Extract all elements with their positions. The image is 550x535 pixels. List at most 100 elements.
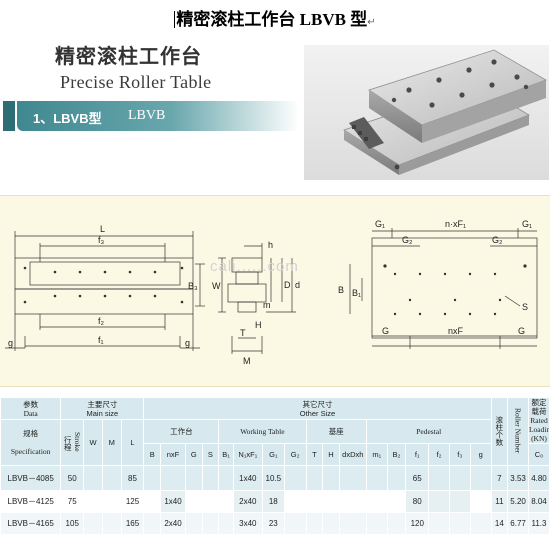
header-working-table-en: Working Table	[218, 419, 307, 444]
cell-G2	[283, 465, 307, 491]
label-M: M	[243, 356, 251, 366]
cell-n: 11	[490, 490, 509, 513]
label-G-left: G	[382, 326, 389, 336]
cell-nxF: 1x40	[160, 490, 186, 513]
subheader-S: S	[201, 443, 220, 466]
cell-W	[83, 490, 103, 513]
header-stroke: 行程Stroke	[60, 419, 85, 466]
cell-G1: 10.5	[261, 465, 285, 491]
cell-m1	[365, 490, 388, 513]
label-B: B	[338, 285, 344, 295]
cell-f3	[448, 490, 471, 513]
left-view-top-outline	[14, 257, 194, 290]
subheader-B1: B₁	[218, 443, 234, 466]
label-B1: B₁	[352, 288, 361, 298]
label-G-right: G	[518, 326, 525, 336]
dimension-drawing-svg: L f₃ B₃ f₂ f₁ g g	[5, 219, 538, 366]
cell-N1xF1: 2x40	[232, 490, 263, 513]
label-f1: f₁	[98, 335, 104, 345]
subheader-C0: C₀	[527, 443, 550, 466]
label-G1-left: G₁	[375, 219, 385, 229]
cell-L: 85	[120, 465, 145, 491]
cell-dxDxh	[338, 490, 367, 513]
section-label-cn: 1、LBVB型	[33, 111, 102, 126]
header-roller-number: Roller Number	[507, 397, 529, 466]
cell-nxF	[160, 465, 186, 491]
cell-B2	[386, 490, 407, 513]
cell-T	[305, 490, 324, 513]
product-photo	[304, 45, 549, 180]
paragraph-mark: ↵	[367, 17, 376, 28]
label-d: d	[295, 280, 300, 290]
cell-stroke: 50	[60, 465, 85, 491]
section-band	[17, 101, 299, 131]
cell-g	[469, 490, 492, 513]
cell-spec: LBVB－4085	[0, 465, 62, 491]
label-g-right: g	[185, 338, 190, 348]
cell-T	[305, 512, 324, 535]
subheader-B: B	[143, 443, 162, 466]
cell-C: 5.20	[507, 490, 529, 513]
cell-B1	[218, 512, 234, 535]
cell-spec: LBVB－4165	[0, 512, 62, 535]
subheader-f2: f₂	[428, 443, 450, 466]
cell-M	[101, 512, 122, 535]
subheader-m1: m₁	[365, 443, 388, 466]
cell-f3	[448, 512, 471, 535]
cell-stroke: 105	[60, 512, 85, 535]
cell-H	[322, 465, 340, 491]
subheader-B2: B₂	[386, 443, 407, 466]
label-D: D	[284, 280, 291, 290]
cell-f2	[428, 465, 450, 491]
table-row: LBVB－4125 75 125 1x40 2x40 18 80 11 5.20…	[0, 490, 550, 513]
cell-W	[83, 465, 103, 491]
header-roller-count: 滚柱个数	[490, 397, 509, 466]
cell-H	[322, 512, 340, 535]
cell-N1xF1: 1x40	[232, 465, 263, 491]
subheader-G1: G₁	[261, 443, 285, 466]
cell-M	[101, 490, 122, 513]
cell-m1	[365, 512, 388, 535]
cell-S	[201, 512, 220, 535]
cell-f3	[448, 465, 471, 491]
cell-f1: 65	[405, 465, 430, 491]
subheader-T: T	[305, 443, 324, 466]
cell-T	[305, 465, 324, 491]
label-m: m	[263, 300, 271, 310]
cell-f1: 80	[405, 490, 430, 513]
cell-C: 3.53	[507, 465, 529, 491]
cell-S	[201, 490, 220, 513]
header-L: L	[120, 419, 145, 466]
label-B3: B₃	[188, 281, 198, 291]
cell-C0: 11.3	[527, 512, 550, 535]
subheader-dxDxh: dxDxh	[338, 443, 367, 466]
subheader-g: g	[469, 443, 492, 466]
cell-n: 14	[490, 512, 509, 535]
section-bar: 1、LBVB型 LBVB	[3, 101, 299, 131]
cell-n: 7	[490, 465, 509, 491]
cell-nxF: 2x40	[160, 512, 186, 535]
subheader-G2: G₂	[283, 443, 307, 466]
subheader-f3: f₃	[448, 443, 471, 466]
cell-B1	[218, 465, 234, 491]
cell-G	[184, 465, 203, 491]
text-cursor	[174, 11, 176, 28]
label-W: W	[212, 281, 221, 291]
cell-dxDxh	[338, 465, 367, 491]
cell-C0: 4.80	[527, 465, 550, 491]
roller-table-illustration	[343, 49, 547, 175]
left-view-table	[29, 261, 181, 286]
cell-spec: LBVB－4125	[0, 490, 62, 513]
watermark: cali......com	[210, 258, 299, 275]
cell-g	[469, 465, 492, 491]
cell-H	[322, 490, 340, 513]
cell-C: 6.77	[507, 512, 529, 535]
label-g-left: g	[8, 338, 13, 348]
cell-L: 165	[120, 512, 145, 535]
cell-G1: 18	[261, 490, 285, 513]
